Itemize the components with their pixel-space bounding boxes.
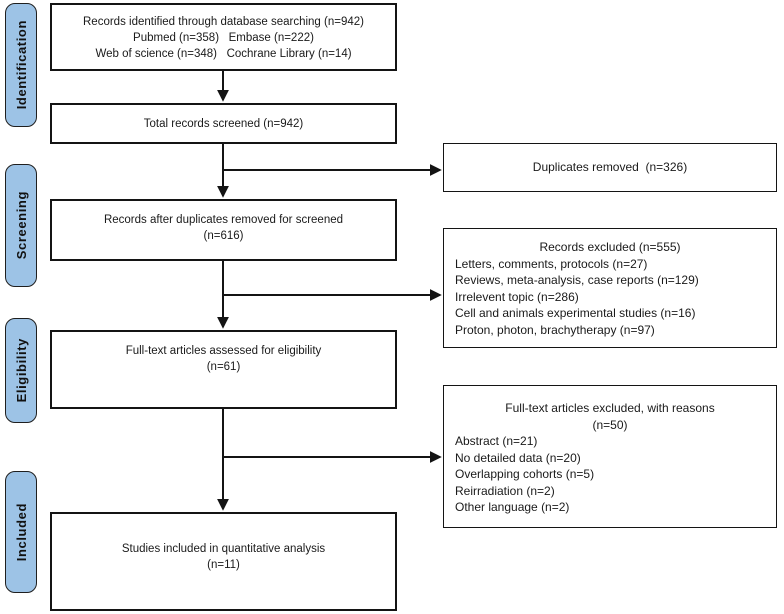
box-heading-line: Records excluded (n=555) — [539, 240, 681, 254]
box-studies-included: Studies included in quantitative analysi… — [50, 512, 397, 611]
box-heading-line: (n=50) — [592, 417, 628, 432]
box-text-line: Full-text articles assessed for eligibil… — [125, 345, 322, 357]
exclusion-reason-item: Other language (n=2) — [455, 500, 570, 514]
box-fulltext-excluded: Full-text articles excluded, with reason… — [443, 385, 777, 528]
exclusion-reason-item: Overlapping cohorts (n=5) — [455, 467, 595, 481]
box-duplicates-removed: Duplicates removed (n=326) — [443, 143, 777, 192]
box-heading-line: Full-text articles excluded, with reason… — [505, 401, 715, 415]
exclusion-reason-list: Abstract (n=21) No detailed data (n=20) … — [444, 433, 776, 516]
exclusion-reason-item: Reirradiation (n=2) — [455, 483, 555, 498]
box-records-identified: Records identified through database sear… — [50, 3, 397, 71]
stage-label-text: Included — [13, 502, 29, 562]
box-records-after-duplicates: Records after duplicates removed for scr… — [50, 199, 397, 261]
stage-label-screening: Screening — [5, 164, 37, 287]
exclusion-reason-item: Letters, comments, protocols (n=27) — [455, 256, 648, 271]
box-total-records-screened: Total records screened (n=942) — [50, 103, 397, 144]
box-text-line: Records identified through database sear… — [83, 16, 364, 28]
box-text-line: (n=61) — [206, 361, 241, 373]
box-text-line: Web of science (n=348) Cochrane Library … — [95, 48, 352, 60]
box-text-line: (n=11) — [207, 559, 240, 571]
stage-label-eligibility: Eligibility — [5, 318, 37, 423]
stage-label-text: Screening — [13, 191, 29, 260]
box-text-line: (n=616) — [203, 230, 244, 242]
box-heading-line: Duplicates removed (n=326) — [532, 160, 688, 175]
exclusion-reason-item: Proton, photon, brachytherapy (n=97) — [455, 322, 655, 337]
stage-label-text: Identification — [13, 20, 29, 110]
box-text-line: Total records screened (n=942) — [143, 117, 304, 130]
box-text-line: Studies included in quantitative analysi… — [121, 543, 326, 555]
exclusion-reason-item: No detailed data (n=20) — [455, 450, 581, 465]
exclusion-reason-item: Irrelevent topic (n=286) — [455, 289, 579, 304]
exclusion-reason-item: Reviews, meta-analysis, case reports (n=… — [455, 273, 699, 287]
exclusion-reason-item: Cell and animals experimental studies (n… — [455, 306, 696, 320]
box-records-excluded: Records excluded (n=555) Letters, commen… — [443, 228, 777, 348]
box-text-line: Records after duplicates removed for scr… — [103, 214, 344, 226]
stage-label-identification: Identification — [5, 3, 37, 127]
exclusion-reason-list: Letters, comments, protocols (n=27) Revi… — [444, 256, 776, 339]
exclusion-reason-item: Abstract (n=21) — [455, 434, 538, 448]
stage-label-text: Eligibility — [13, 338, 29, 403]
box-fulltext-assessed: Full-text articles assessed for eligibil… — [50, 330, 397, 409]
box-text-line: Pubmed (n=358) Embase (n=222) — [133, 32, 314, 44]
stage-label-included: Included — [5, 471, 37, 593]
